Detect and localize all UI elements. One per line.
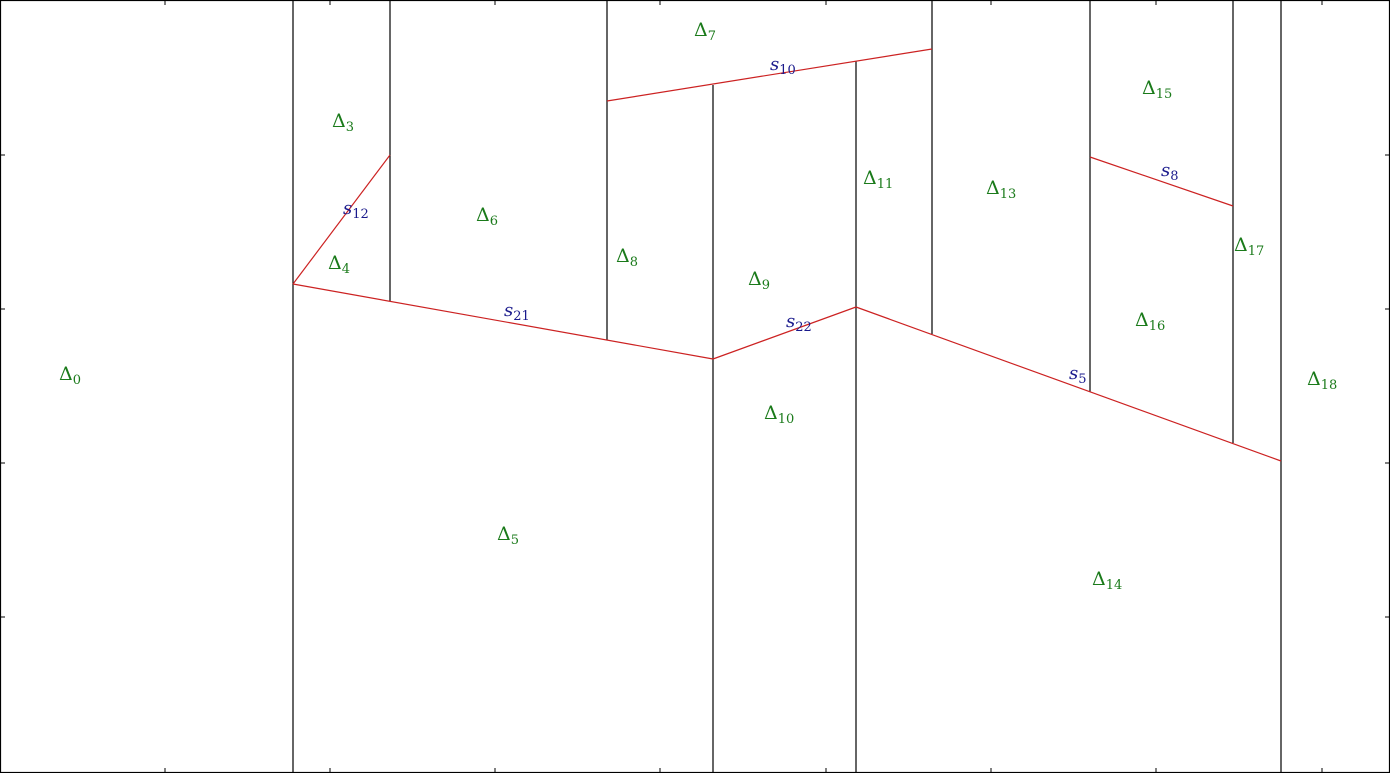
segment-label-s21: s21 — [504, 300, 530, 324]
region-label-17: Δ17 — [1234, 234, 1264, 259]
region-label-5: Δ5 — [497, 523, 519, 548]
region-label-14: Δ14 — [1092, 568, 1122, 593]
top-axis-ticks — [164, 0, 1323, 5]
segment-s21-line — [292, 283, 714, 360]
segment-s22-line — [712, 306, 857, 360]
segment-label-s5: s5 — [1069, 363, 1087, 387]
segment-labels: s5 s8 s10 s12 s21 s22 — [343, 54, 1179, 387]
region-label-0: Δ0 — [59, 363, 81, 388]
region-labels: Δ0 Δ3 Δ4 Δ5 Δ6 Δ7 Δ8 Δ9 Δ10 Δ11 Δ13 Δ14 … — [59, 19, 1337, 593]
segment-label-s10: s10 — [770, 54, 796, 78]
segment-s10-line — [606, 48, 933, 102]
segment-label-s8: s8 — [1161, 160, 1179, 184]
left-axis-ticks — [0, 154, 5, 618]
region-label-4: Δ4 — [328, 252, 350, 277]
vertical-walls — [292, 0, 1282, 773]
region-label-7: Δ7 — [694, 19, 716, 44]
region-label-6: Δ6 — [476, 204, 498, 229]
segment-s5-line — [855, 306, 1282, 462]
region-label-10: Δ10 — [764, 402, 794, 427]
region-label-18: Δ18 — [1307, 368, 1337, 393]
segment-lines — [292, 48, 1282, 462]
region-label-15: Δ15 — [1142, 77, 1172, 102]
segment-label-s12: s12 — [343, 198, 369, 222]
region-label-13: Δ13 — [986, 177, 1016, 202]
right-axis-ticks — [1385, 154, 1390, 618]
segment-s12-line — [292, 154, 391, 285]
region-label-16: Δ16 — [1135, 309, 1165, 334]
region-label-8: Δ8 — [616, 245, 638, 270]
bottom-axis-ticks — [164, 768, 1323, 773]
segment-s8-line — [1089, 156, 1234, 207]
region-label-3: Δ3 — [332, 110, 354, 135]
segment-label-s22: s22 — [786, 311, 812, 335]
region-label-11: Δ11 — [863, 167, 893, 192]
region-label-9: Δ9 — [748, 268, 770, 293]
